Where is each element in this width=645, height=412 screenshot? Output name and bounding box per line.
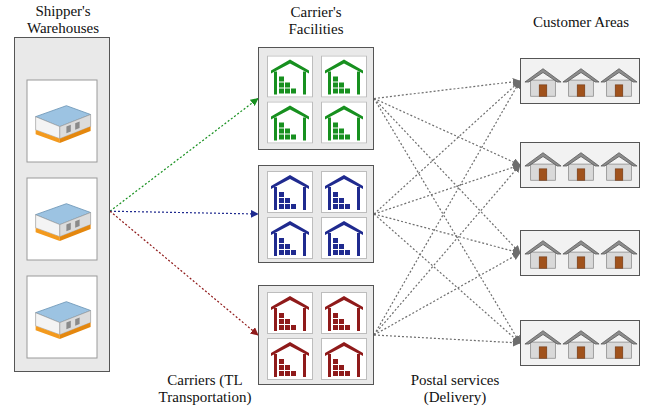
customer-box	[520, 320, 640, 366]
flow-arrow	[374, 335, 520, 343]
customer-box	[520, 58, 640, 104]
flow-arrow	[374, 99, 520, 166]
icon-group	[521, 143, 639, 187]
flow-arrow	[110, 211, 258, 335]
carrier-box	[258, 165, 374, 263]
flow-arrow	[374, 214, 520, 343]
customer-box	[520, 142, 640, 188]
icon-group	[521, 59, 639, 103]
shipper-box: Shipper's Warehouses	[14, 37, 110, 372]
flow-arrow	[374, 81, 520, 335]
flow-arrow	[374, 81, 520, 99]
caption-label: Carrier's Facilities	[271, 4, 361, 38]
caption-label: Postal services (Delivery)	[385, 372, 525, 406]
flow-arrow	[110, 211, 258, 214]
flow-arrow	[110, 99, 258, 212]
carrier-box	[258, 47, 374, 150]
icon-group	[259, 286, 373, 384]
flow-arrow	[374, 165, 520, 214]
customer-box	[520, 230, 640, 276]
icon-group	[521, 231, 639, 275]
carrier-box	[258, 285, 374, 385]
icon-group	[259, 166, 373, 262]
flow-arrow	[374, 99, 520, 344]
caption-label: Carriers (TL Transportation)	[150, 372, 260, 406]
icon-group	[521, 321, 639, 365]
flow-arrow	[374, 99, 520, 254]
flow-arrow	[374, 81, 520, 214]
node-heading: Shipper's Warehouses	[3, 3, 123, 37]
icon-group	[259, 48, 373, 149]
icon-group	[15, 38, 109, 371]
flow-arrow	[374, 165, 520, 335]
caption-label: Customer Areas	[520, 14, 642, 31]
flow-arrow	[374, 253, 520, 335]
